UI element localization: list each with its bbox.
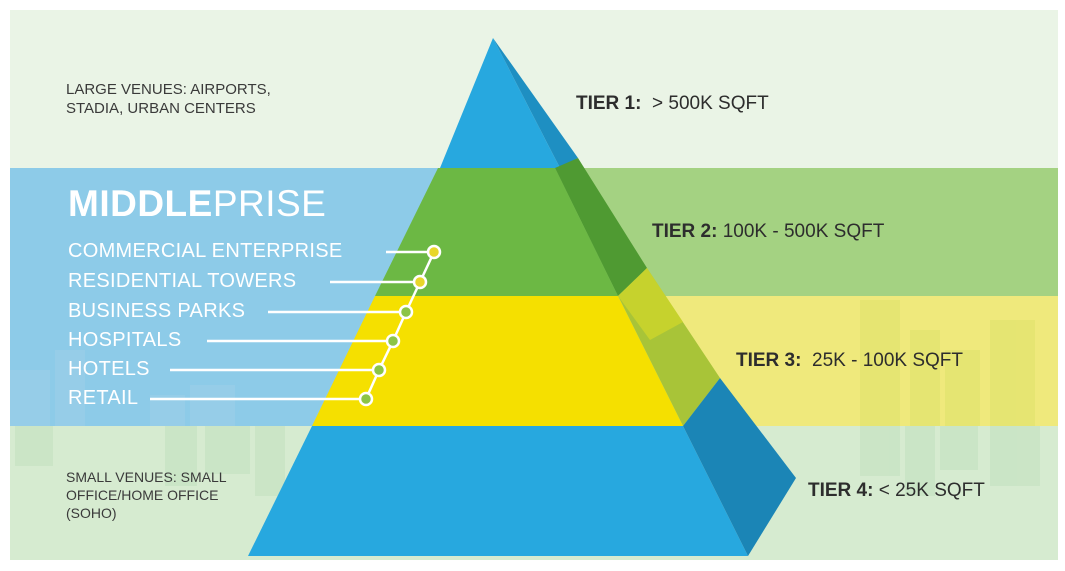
small-venues-line-3: (SOHO) bbox=[66, 505, 117, 521]
large-venues-label: LARGE VENUES: AIRPORTS, STADIA, URBAN CE… bbox=[66, 80, 271, 118]
tier-3-size: 25K - 100K SQFT bbox=[812, 350, 964, 371]
tier-4-name: TIER 4: bbox=[808, 480, 874, 501]
pyramid-tier1-front bbox=[440, 38, 560, 168]
pyramid-tier3-front bbox=[312, 296, 683, 426]
dot-hotels bbox=[371, 362, 387, 378]
tier-1-name: TIER 1: bbox=[576, 93, 642, 114]
dot-business bbox=[398, 304, 414, 320]
dot-commercial bbox=[426, 244, 442, 260]
skyline-left bbox=[10, 350, 235, 426]
small-venues-label: SMALL VENUES: SMALL OFFICE/HOME OFFICE (… bbox=[66, 468, 227, 522]
small-venues-line-1: SMALL VENUES: SMALL bbox=[66, 469, 227, 485]
tier-2-name: TIER 2: bbox=[652, 221, 718, 242]
dot-retail bbox=[358, 391, 374, 407]
small-venues-line-2: OFFICE/HOME OFFICE bbox=[66, 487, 219, 503]
tier-4-label: TIER 4: < 25K SQFT bbox=[808, 480, 985, 502]
pyramid-tier3-side-mid bbox=[618, 268, 683, 340]
large-venues-line-2: STADIA, URBAN CENTERS bbox=[66, 100, 256, 117]
tier-1-size: > 500K SQFT bbox=[652, 93, 769, 114]
pyramid-tier2-front bbox=[375, 168, 618, 296]
tier-2-label: TIER 2: 100K - 500K SQFT bbox=[652, 221, 884, 243]
skyline-bottom bbox=[15, 426, 1040, 496]
skyline-right bbox=[860, 300, 1035, 426]
tier-4-size: < 25K SQFT bbox=[878, 480, 985, 501]
dot-hospitals bbox=[385, 333, 401, 349]
tier-3-name: TIER 3: bbox=[736, 350, 802, 371]
middleprise-title: MIDDLEPRISE bbox=[68, 183, 326, 225]
segment-hospitals: HOSPITALS bbox=[68, 329, 182, 351]
pyramid-tier4-front bbox=[248, 426, 748, 556]
tier-2-size: 100K - 500K SQFT bbox=[722, 221, 885, 242]
middleprise-bold: MIDDLE bbox=[68, 183, 213, 224]
dot-residential bbox=[412, 274, 428, 290]
middleprise-light: PRISE bbox=[212, 183, 327, 224]
tier-3-label: TIER 3: 25K - 100K SQFT bbox=[736, 350, 963, 372]
segment-business: BUSINESS PARKS bbox=[68, 300, 246, 322]
pyramid-tier2-side bbox=[555, 158, 647, 296]
tier-1-label: TIER 1: > 500K SQFT bbox=[576, 93, 769, 115]
pyramid-tier1-side bbox=[493, 38, 578, 168]
pyramid-tier4-side bbox=[683, 378, 796, 556]
segment-residential: RESIDENTIAL TOWERS bbox=[68, 270, 297, 292]
segment-retail: RETAIL bbox=[68, 387, 139, 409]
segment-hotels: HOTELS bbox=[68, 358, 150, 380]
large-venues-line-1: LARGE VENUES: AIRPORTS, bbox=[66, 81, 271, 98]
segment-commercial: COMMERCIAL ENTERPRISE bbox=[68, 240, 343, 262]
segment-dots bbox=[358, 244, 442, 407]
